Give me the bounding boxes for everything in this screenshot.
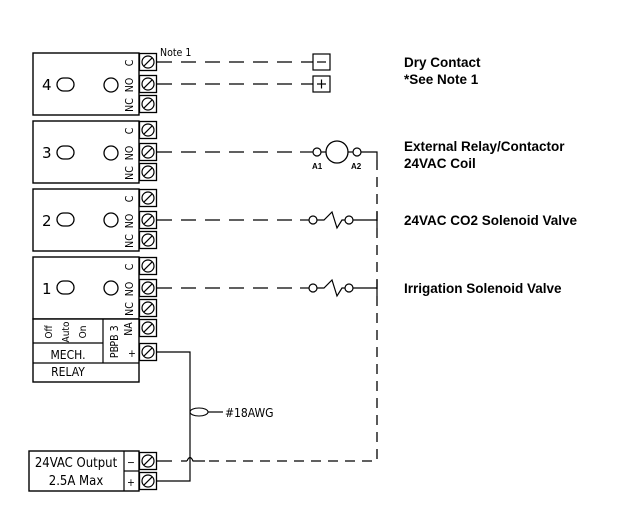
wire-power-plus (157, 351, 191, 482)
relay-module-3: 3 C NO NC (32, 120, 158, 184)
terminal-label-nc: NC (124, 302, 136, 316)
relay-led (56, 145, 75, 160)
power-output-label: 24VAC Output (35, 456, 118, 471)
mech-relay-block: Off Auto On PB 3 NA PB + MECH. RELAY (32, 318, 158, 383)
relay-module-2: 2 C NO NC (32, 188, 158, 252)
relay-led (56, 212, 75, 227)
terminal-label-no: NO (124, 78, 136, 93)
note-marker: Note 1 (160, 47, 191, 59)
terminal-label-c: C (124, 127, 136, 134)
terminal-label-nc: NC (124, 98, 136, 112)
dry-contact-title: Dry Contact (404, 55, 481, 70)
screw-terminal-nc (138, 230, 158, 250)
screw-terminal-nc (138, 298, 158, 318)
terminal-label-c: C (124, 263, 136, 270)
terminal-label-nc: NC (124, 166, 136, 180)
screw-terminal-c (138, 188, 158, 208)
coil-a2-label: A2 (351, 162, 362, 171)
dry-contact-note: *See Note 1 (404, 72, 479, 87)
switch-auto-label: Auto (61, 321, 72, 342)
relay-module-4: 4 C NO NC (32, 52, 158, 116)
irrigation-valve-label: Irrigation Solenoid Valve (404, 281, 562, 296)
relay-indicator (103, 77, 119, 93)
mech-relay-label-line2: RELAY (51, 365, 85, 379)
screw-terminal-no (138, 74, 158, 94)
terminal-label-no: NO (124, 146, 136, 161)
relay-module-1: 1 C NO NC (32, 256, 158, 320)
power-rating-label: 2.5A Max (49, 474, 104, 489)
relay-number: 2 (42, 212, 52, 230)
switch-on-label: On (78, 326, 89, 339)
terminal-label-nc: NC (124, 234, 136, 248)
relay-indicator (103, 145, 119, 161)
power-supply-block: 24VAC Output 2.5A Max − + (28, 450, 158, 492)
relay-indicator (103, 212, 119, 228)
screw-terminal-no (138, 142, 158, 162)
relay-led (56, 77, 75, 92)
screw-terminal-c (138, 120, 158, 140)
pb3-label: PB 3 (109, 325, 121, 346)
power-plus-label: + (127, 477, 135, 489)
screw-terminal-c (138, 256, 158, 276)
mech-relay-label-line1: MECH. (50, 348, 85, 362)
coil-a1-label: A1 (312, 162, 323, 171)
terminal-label-c: C (124, 59, 136, 66)
terminal-label-no: NO (124, 282, 136, 297)
wire-gauge-marker: #18AWG (189, 406, 274, 420)
screw-terminal-power-plus (138, 471, 158, 491)
co2-valve-label: 24VAC CO2 Solenoid Valve (404, 213, 578, 228)
relay-coil-symbol: A1 A2 (300, 140, 378, 171)
external-relay-label: External Relay/Contactor (404, 139, 565, 154)
co2-valve-symbol (300, 210, 378, 230)
coil-voltage-label: 24VAC Coil (404, 156, 476, 171)
pb-plus-label: + (128, 348, 136, 360)
relay-led (56, 280, 75, 295)
screw-terminal-nc (138, 162, 158, 182)
dry-contact-terminals (312, 53, 331, 93)
screw-terminal-pb3 (138, 318, 158, 338)
relay-number: 1 (42, 280, 52, 298)
relay-indicator (103, 280, 119, 296)
screw-terminal-no (138, 210, 158, 230)
screw-terminal-pb-plus (138, 342, 158, 362)
pb-label: PB (109, 346, 121, 358)
terminal-label-c: C (124, 195, 136, 202)
irrigation-valve-symbol (300, 278, 378, 298)
wire-common-return (205, 160, 378, 462)
relay-number: 3 (42, 144, 52, 162)
terminal-label-no: NO (124, 214, 136, 229)
power-minus-label: − (127, 457, 135, 469)
screw-terminal-nc (138, 94, 158, 114)
relay-number: 4 (42, 76, 52, 94)
na-label: NA (123, 322, 135, 336)
screw-terminal-c (138, 52, 158, 72)
screw-terminal-power-minus (138, 451, 158, 471)
switch-off-label: Off (44, 325, 55, 339)
screw-terminal-no (138, 278, 158, 298)
wire-gauge-label: #18AWG (225, 406, 274, 420)
